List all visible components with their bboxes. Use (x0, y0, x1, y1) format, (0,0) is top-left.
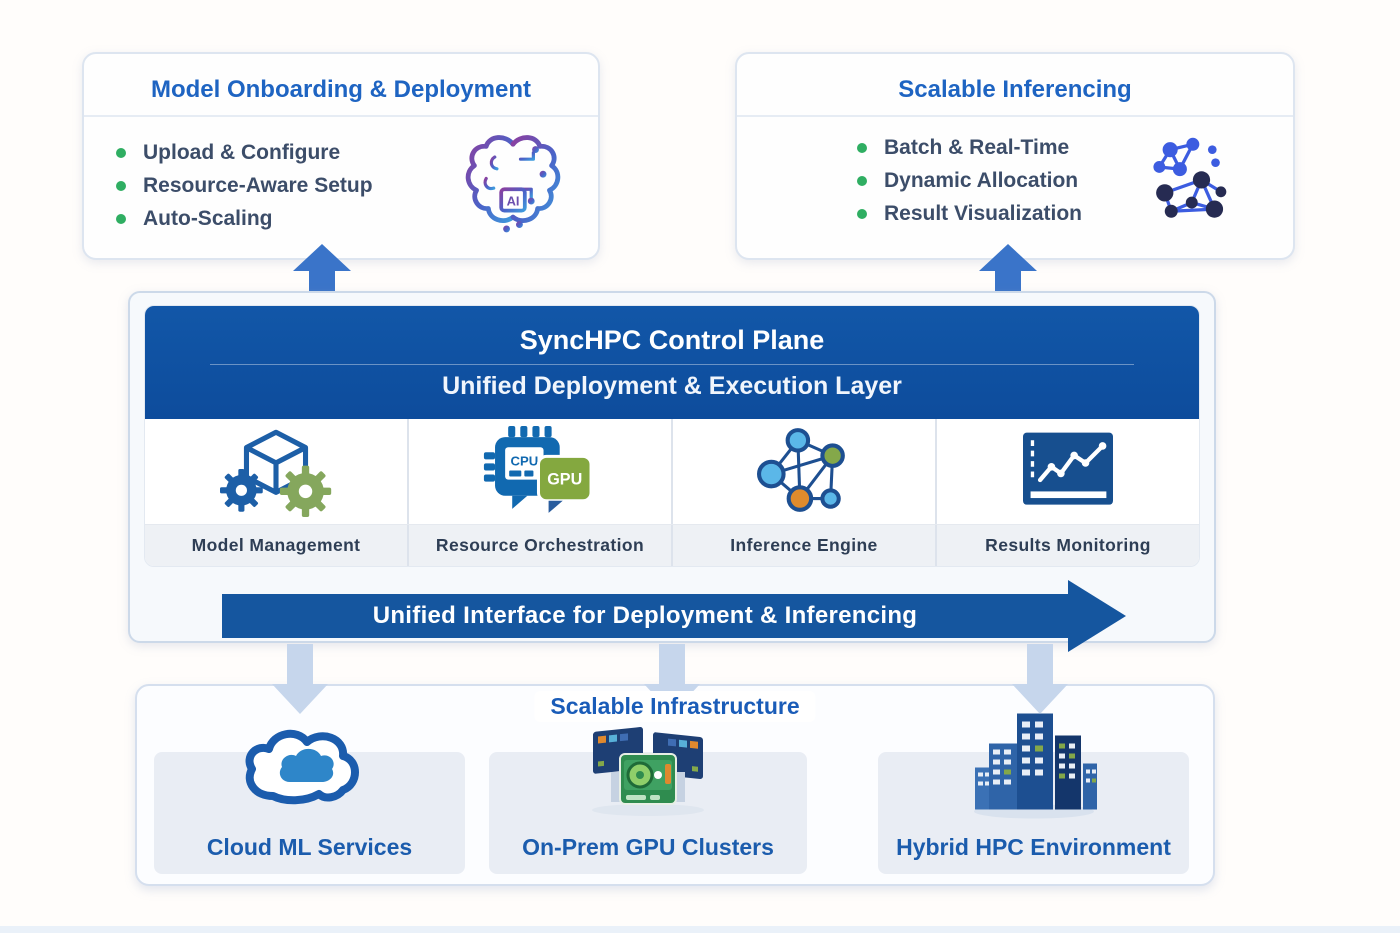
cpu-chip-label: CPU (510, 453, 538, 468)
divider (210, 363, 1134, 365)
infrastructure-node-label: Cloud ML Services (206, 834, 413, 860)
list-item: Resource-Aware Setup (116, 174, 454, 198)
module-label: Results Monitoring (985, 535, 1151, 555)
gpu-chip-label: GPU (547, 470, 582, 488)
infrastructure-node-label: On-Prem GPU Clusters (522, 834, 774, 860)
module-icons-row: CPU GPU (145, 419, 1199, 524)
cloud-icon (245, 729, 359, 805)
unified-interface-banner-label: Unified Interface for Deployment & Infer… (372, 602, 918, 629)
scalable-inferencing-body: Batch & Real-Time Dynamic Allocation Res… (737, 117, 1293, 235)
list-item-label: Batch & Real-Time (884, 136, 1070, 159)
bullet-icon (116, 148, 126, 158)
control-plane-title: SyncHPC Control Plane (519, 324, 825, 355)
list-item-label: Upload & Configure (143, 141, 341, 164)
up-arrow-icon (293, 244, 351, 298)
scalable-inferencing-panel: Scalable Inferencing Batch & Real-Time D… (735, 52, 1295, 260)
up-arrow-icon (979, 244, 1037, 298)
list-item: Result Visualization (857, 202, 1141, 226)
infrastructure-title: Scalable Infrastructure (534, 691, 816, 722)
list-item: Batch & Real-Time (857, 136, 1141, 160)
inference-network-icon (757, 427, 845, 512)
list-item: Upload & Configure (116, 141, 454, 165)
cube-gears-icon (220, 429, 332, 517)
control-plane-header: SyncHPC Control Plane Unified Deployment… (145, 306, 1199, 419)
unified-interface-banner: Unified Interface for Deployment & Infer… (222, 594, 1068, 638)
down-arrow-icon (272, 644, 328, 714)
infrastructure-container: Scalable Infrastructure Cloud ML Service… (135, 684, 1215, 886)
buildings-icon (973, 713, 1097, 819)
module-label: Inference Engine (673, 525, 937, 566)
bullet-icon (857, 143, 867, 153)
model-onboarding-panel: Model Onboarding & Deployment Upload & C… (82, 52, 600, 260)
module-results-monitoring (937, 419, 1199, 524)
module-label: Resource Orchestration (409, 525, 673, 566)
cloud-ml-card: Cloud ML Services (154, 729, 465, 874)
model-onboarding-title: Model Onboarding & Deployment (150, 76, 531, 103)
bullet-icon (857, 176, 867, 186)
module-label: Model Management (145, 525, 409, 566)
model-onboarding-list: Upload & Configure Resource-Aware Setup … (116, 132, 454, 240)
list-item-label: Result Visualization (884, 202, 1082, 225)
scalable-inferencing-title: Scalable Inferencing (898, 76, 1132, 103)
down-arrow-icon (1012, 644, 1068, 714)
network-graph-icon (1153, 137, 1227, 218)
list-item-label: Dynamic Allocation (884, 169, 1079, 192)
banner-arrowhead-icon (1068, 580, 1126, 652)
divider (737, 115, 1293, 117)
chart-monitor-icon (1023, 432, 1113, 505)
ai-brain-circuit-icon: AI (465, 135, 561, 233)
list-item: Dynamic Allocation (857, 169, 1141, 193)
gpu-clusters-card: On-Prem GPU Clusters (489, 727, 807, 874)
gpu-servers-icon (592, 727, 704, 816)
ai-chip-label: AI (507, 193, 520, 208)
infrastructure-node-label: Hybrid HPC Environment (896, 834, 1171, 860)
control-plane-subtitle: Unified Deployment & Execution Layer (442, 371, 902, 400)
bullet-icon (857, 209, 867, 219)
bullet-icon (116, 181, 126, 191)
model-onboarding-body: Upload & Configure Resource-Aware Setup … (84, 117, 598, 245)
bottom-accent-strip (0, 926, 1400, 933)
module-model-management (145, 419, 409, 524)
divider (84, 115, 598, 117)
module-resource-orchestration: CPU GPU (409, 419, 673, 524)
bullet-icon (116, 214, 126, 224)
list-item-label: Auto-Scaling (143, 207, 273, 230)
control-plane-card: SyncHPC Control Plane Unified Deployment… (144, 305, 1200, 567)
cpu-gpu-chip-icon: CPU GPU (483, 425, 593, 513)
list-item-label: Resource-Aware Setup (143, 174, 373, 197)
control-plane-container: SyncHPC Control Plane Unified Deployment… (128, 291, 1216, 652)
hybrid-hpc-card: Hybrid HPC Environment (878, 713, 1189, 874)
module-labels-row: Model Management Resource Orchestration … (145, 524, 1199, 566)
scalable-inferencing-list: Batch & Real-Time Dynamic Allocation Res… (857, 127, 1141, 235)
module-inference-engine (673, 419, 937, 524)
list-item: Auto-Scaling (116, 207, 454, 231)
